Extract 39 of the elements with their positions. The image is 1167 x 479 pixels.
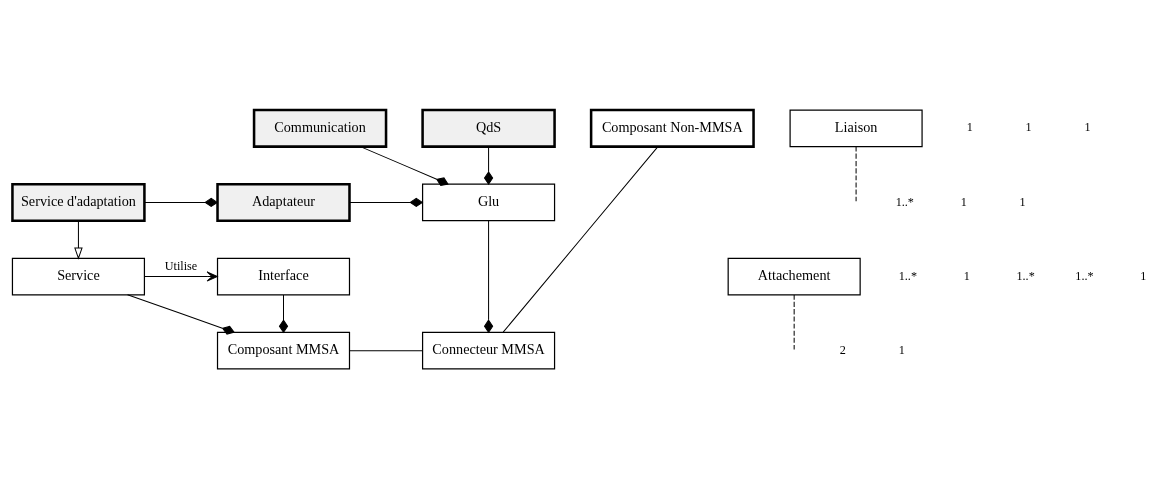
connector	[278, 294, 289, 334]
node-box: Glu	[421, 183, 556, 222]
label: 1..*	[898, 268, 917, 283]
connector	[483, 220, 494, 334]
node-box: Interface	[216, 257, 351, 296]
label: 1	[1019, 194, 1026, 209]
edge-label: Utilise	[164, 259, 198, 274]
node-box: Service	[11, 257, 146, 296]
label: 1	[963, 268, 970, 283]
connector	[359, 146, 449, 186]
node-box: Service d'adaptation	[11, 182, 146, 222]
label: 1	[1084, 120, 1091, 135]
label: 1..*	[1016, 268, 1035, 283]
arrow	[143, 271, 218, 282]
node-box: QdS	[421, 108, 556, 148]
node-box: Liaison	[789, 109, 923, 148]
connector	[483, 146, 494, 186]
label: 2	[839, 342, 846, 357]
node-box: Attachement	[727, 257, 861, 296]
connector	[127, 294, 235, 335]
node-box: Composant Non-MMSA	[589, 108, 755, 148]
label: 1	[1140, 268, 1147, 283]
label: 1	[898, 342, 905, 357]
label: 1..*	[895, 194, 914, 209]
connector	[349, 197, 424, 208]
connector	[349, 350, 423, 352]
label: 1..*	[1075, 268, 1094, 283]
arrow	[74, 220, 83, 260]
node-box: Adaptateur	[216, 182, 351, 222]
label: 1	[966, 120, 973, 135]
connector	[793, 294, 795, 351]
label: 1	[1025, 120, 1032, 135]
connector	[855, 146, 857, 202]
node-box: Composant MMSA	[216, 331, 351, 370]
node-box: Communication	[252, 108, 388, 148]
label: 1	[960, 194, 967, 209]
connector	[502, 146, 659, 333]
connector	[144, 197, 219, 208]
node-box: Connecteur MMSA	[421, 331, 556, 370]
